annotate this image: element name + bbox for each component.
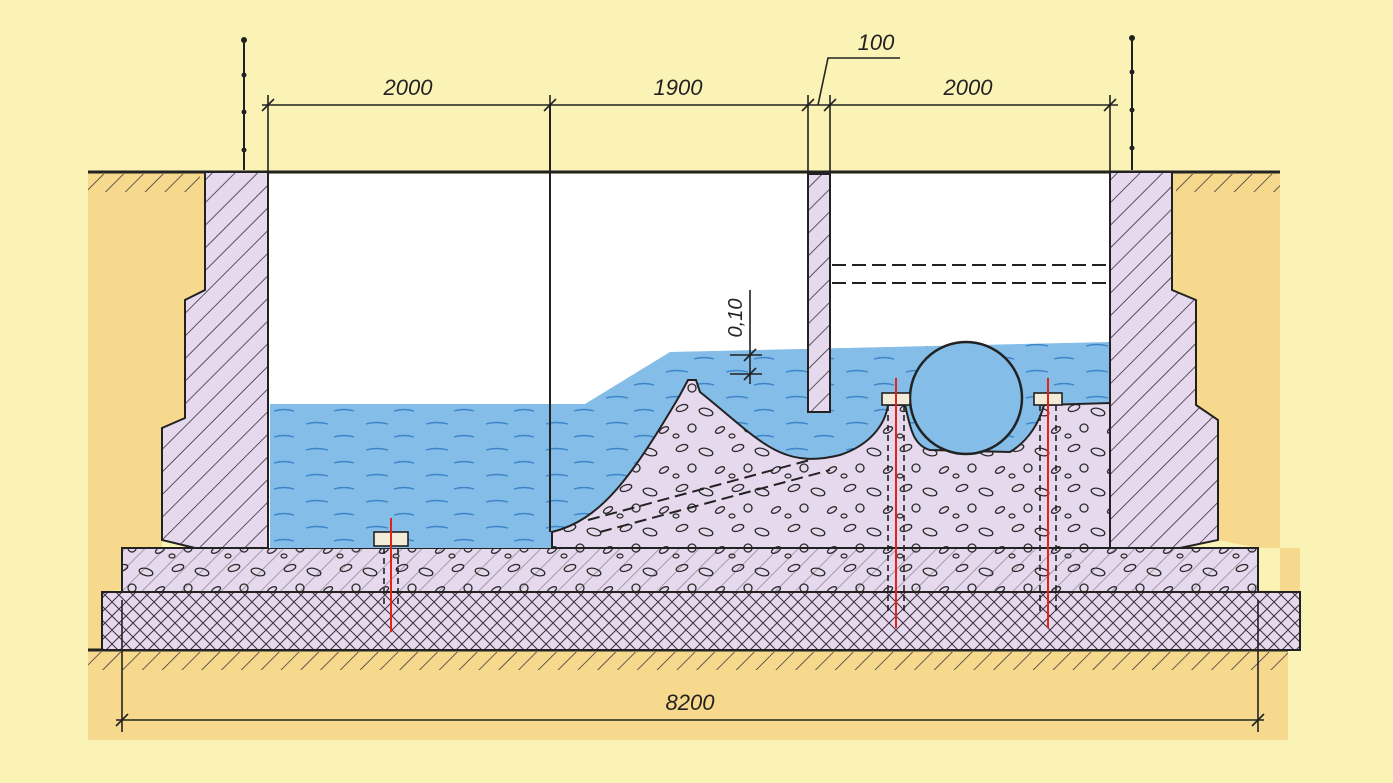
dim-label-overall: 8200 xyxy=(666,690,716,715)
dim-label-right: 2000 xyxy=(943,75,994,100)
right-wall xyxy=(1109,171,1219,549)
anchor-bolts xyxy=(373,378,1063,632)
dim-label-wall: 100 xyxy=(858,30,895,55)
baffle-wall xyxy=(807,173,831,413)
dim-label-middle: 1900 xyxy=(654,75,704,100)
pipe-circle xyxy=(908,340,1024,456)
foundation xyxy=(101,547,1301,651)
survey-poles xyxy=(241,35,1135,170)
dim-label-left: 2000 xyxy=(383,75,434,100)
dashed-level-lines xyxy=(832,264,1110,284)
bottom-dimension-line xyxy=(115,600,1265,732)
spillway-body xyxy=(551,379,1111,549)
dim-label-drop: 0,10 xyxy=(725,299,747,338)
top-dimension-line xyxy=(261,57,1118,172)
soil xyxy=(88,172,1300,740)
left-wall xyxy=(161,171,269,549)
water-drop-dimension xyxy=(730,290,762,384)
